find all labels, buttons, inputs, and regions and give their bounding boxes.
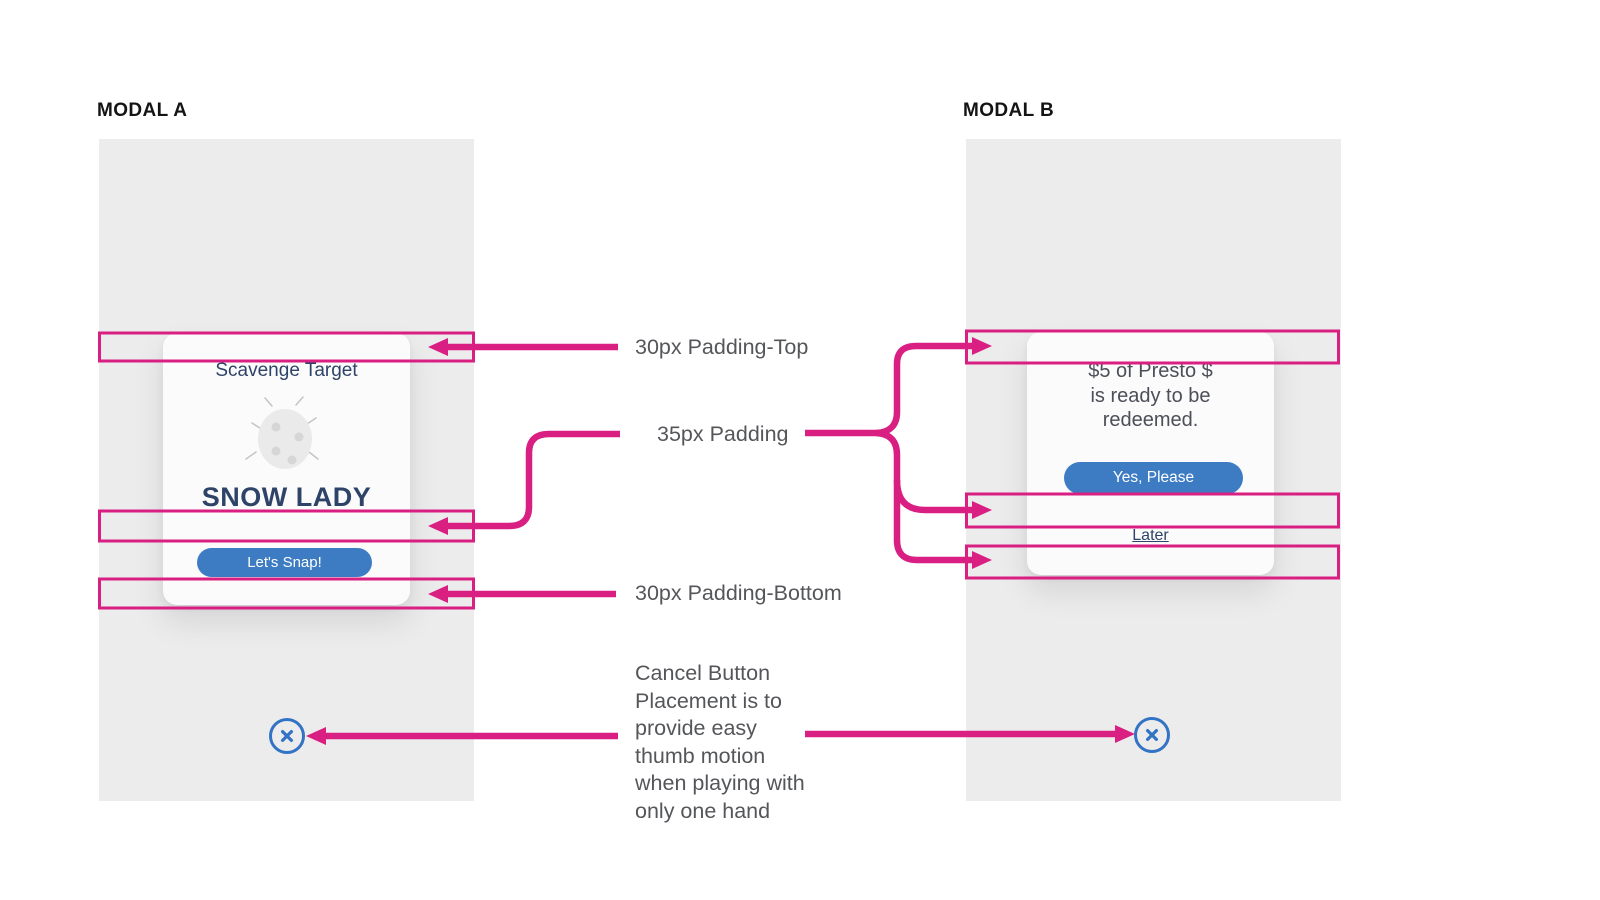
lets-snap-button[interactable]: Let's Snap! (197, 548, 372, 577)
cancel-note: Cancel Button Placement is to provide ea… (635, 660, 805, 825)
modal-a-label: MODAL A (97, 100, 188, 121)
later-link[interactable]: Later (1132, 527, 1169, 544)
brace-b-middle-branch (893, 479, 974, 514)
ladybug-icon (245, 396, 319, 469)
padding-bottom-label: 30px Padding-Bottom (635, 581, 842, 605)
cancel-note-line: Placement is to (635, 688, 782, 713)
modal-b-message-line: is ready to be (1090, 384, 1211, 407)
cancel-note-line: provide easy (635, 716, 757, 740)
modal-b-message-line: $5 of Presto $ (1088, 360, 1213, 382)
cancel-note-line: when playing with (635, 771, 805, 795)
cancel-note-line: thumb motion (635, 743, 766, 768)
modal-b-label: MODAL B (963, 100, 1055, 121)
modal-b-message: $5 of Presto $ is ready to be redeemed. (1027, 359, 1274, 433)
padding-middle-label: 35px Padding (657, 422, 789, 446)
modal-b-close-button[interactable] (1134, 717, 1170, 753)
modal-a-card-title: Scavenge Target (215, 360, 358, 381)
brace-b-bottom-branch (875, 429, 974, 564)
close-x-icon (280, 729, 294, 743)
modal-a-close-button[interactable] (269, 718, 305, 754)
padding-top-label: 30px Padding-Top (635, 335, 809, 359)
modal-b-card (1027, 332, 1274, 575)
cancel-note-line: only one hand (635, 798, 771, 823)
modal-a-target-name: SNOW LADY (201, 482, 372, 512)
brace-b-top-branch (875, 342, 974, 437)
close-x-icon (1145, 728, 1159, 742)
modal-b-message-line: redeemed. (1102, 409, 1199, 431)
yes-please-button[interactable]: Yes, Please (1064, 462, 1243, 494)
cancel-note-line: Cancel Button (635, 661, 771, 685)
